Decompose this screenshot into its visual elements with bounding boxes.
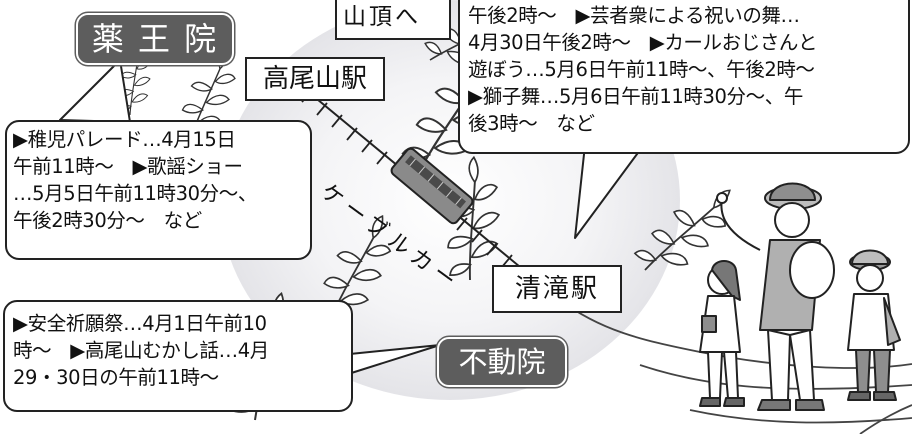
fudoin-event-line-1: ▶安全祈願祭…4月1日午前10 xyxy=(13,312,267,335)
cable-car-icon xyxy=(390,147,474,225)
summit-events-bubble: 午後2時～ ▶芸者衆による祝いの舞… 4月30日午後2時～ ▶カールおじさんと … xyxy=(458,0,910,154)
summit-event-line-2: 4月30日午後2時～ ▶カールおじさんと xyxy=(468,31,818,54)
summit-label: 山頂へ xyxy=(343,4,421,30)
yakuoin-event-line-2: 午前11時～ ▶歌謡ショー xyxy=(13,155,243,178)
summit-label-box xyxy=(335,0,451,40)
fudoin-event-line-3: 29・30日の午前11時～ xyxy=(13,366,219,389)
hikers-illustration-icon xyxy=(699,182,901,411)
yakuoin-event-line-3: …5月5日午前11時30分～、 xyxy=(13,182,257,205)
kiyotaki-station-label: 清滝駅 xyxy=(492,265,622,313)
fudoin-events-bubble: ▶安全祈願祭…4月1日午前10 時～ ▶高尾山むかし話…4月 29・30日の午前… xyxy=(3,300,353,412)
fudoin-event-line-2: 時～ ▶高尾山むかし話…4月 xyxy=(13,339,269,362)
yakuoin-events-bubble: ▶稚児パレード…4月15日 午前11時～ ▶歌謡ショー …5月5日午前11時30… xyxy=(5,120,312,260)
yakuoin-event-line-1: ▶稚児パレード…4月15日 xyxy=(13,128,236,151)
summit-event-line-3: 遊ぼう…5月6日午前11時～、午後2時～ xyxy=(468,58,815,81)
bubble-tails xyxy=(59,59,641,376)
takaosan-station-label: 高尾山駅 xyxy=(245,57,385,101)
summit-event-line-5: 後3時～ など xyxy=(468,112,595,135)
summit-event-line-1: 午後2時～ ▶芸者衆による祝いの舞… xyxy=(468,4,800,27)
yakuoin-event-line-4: 午後2時30分～ など xyxy=(13,209,202,232)
fudoin-label: 不動院 xyxy=(437,337,567,387)
yakuoin-label: 薬 王 院 xyxy=(76,13,234,65)
summit-event-line-4: ▶獅子舞…5月6日午前11時30分～、午 xyxy=(468,85,803,108)
